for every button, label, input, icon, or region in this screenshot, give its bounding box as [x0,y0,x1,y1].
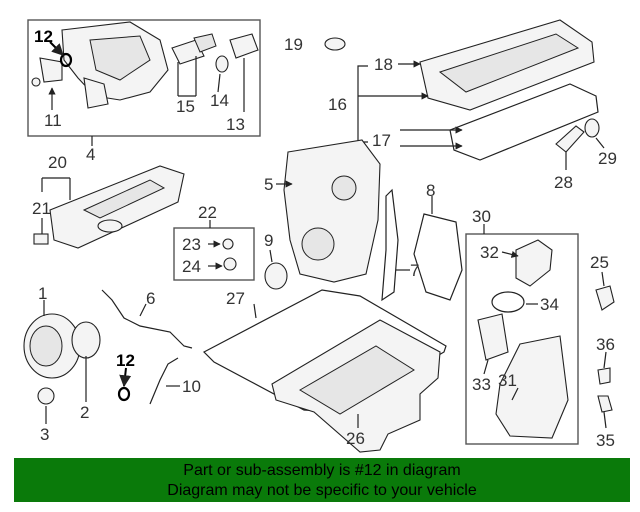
group-box-4 [27,19,261,137]
callout-25: 25 [590,253,609,272]
callout-1: 1 [38,284,47,303]
leader-20 [41,177,71,200]
filter-cap-part-32[interactable] [515,239,553,287]
callout-10: 10 [182,377,201,396]
grommet-part-21[interactable] [33,233,49,245]
plug-part-35[interactable] [597,395,613,413]
callout-14: 14 [210,91,229,110]
callout-29: 29 [598,149,617,168]
callout-19: 19 [284,35,303,54]
oil-pan-gasket-part-27[interactable] [202,289,447,413]
callout-12-bottom: 12 [116,351,135,370]
callout-20: 20 [48,153,67,172]
info-banner: Part or sub-assembly is #12 in diagram D… [14,458,630,502]
hub-part-2[interactable] [71,321,101,359]
callout-35: 35 [596,431,615,450]
sensor-part-28[interactable] [555,125,585,153]
leader-16-up [357,65,368,104]
leader-35 [603,411,607,429]
callout-24: 24 [182,257,201,276]
timing-cover-part[interactable] [283,139,381,283]
leader-14 [217,73,221,93]
callout-15: 15 [176,97,195,116]
bolt-part-24[interactable] [223,257,237,271]
callout-33: 33 [472,375,491,394]
pipe-part-15[interactable] [171,33,217,65]
bolt-part-23[interactable] [222,238,234,250]
callout-23: 23 [182,235,201,254]
sensor-part-25[interactable] [595,285,615,311]
filter-housing-part-31[interactable] [495,335,569,439]
sensor-wire-part-10[interactable] [149,357,179,405]
sensor-wire-part-6[interactable] [101,289,193,349]
leader-6 [139,303,147,317]
leader-33 [483,359,489,375]
group-box-30 [465,233,579,445]
vibration-damper-part[interactable] [23,313,81,379]
callout-13: 13 [226,115,245,134]
leader-12-top [49,41,64,56]
gasket-part-7[interactable] [381,188,399,302]
seal-part-19[interactable] [324,37,346,51]
callout-27: 27 [226,289,245,308]
intake-housing-part[interactable] [31,21,169,109]
callout-18: 18 [374,55,393,74]
callout-36: 36 [596,335,615,354]
seal-part-14[interactable] [215,55,229,73]
callout-8: 8 [426,181,435,200]
callout-12-top: 12 [34,27,53,46]
callout-6: 6 [146,289,155,308]
oring-part-34[interactable] [491,291,525,313]
group-box-22 [173,227,255,281]
bolt-part-36[interactable] [597,367,611,385]
seal-ring-part-12-bottom[interactable] [117,386,131,402]
leader-31 [511,387,519,401]
callout-4: 4 [86,145,95,164]
leader-12-bottom [119,367,132,388]
leader-27 [253,303,257,319]
callout-30: 30 [472,207,491,226]
valve-part-13[interactable] [229,33,259,59]
callout-2: 2 [80,403,89,422]
leader-16-down [357,104,368,143]
filter-element-part-33[interactable] [477,313,509,361]
banner-line-1: Part or sub-assembly is #12 in diagram [183,462,461,479]
leader-9 [269,249,273,263]
valve-cover-part[interactable] [419,19,595,111]
callout-22: 22 [198,203,217,222]
callout-7: 7 [410,261,419,280]
leader-25 [601,271,605,287]
engine-cover-part[interactable] [49,165,185,249]
bolt-part-3[interactable] [37,387,55,405]
callout-26: 26 [346,429,365,448]
callout-16: 16 [328,95,347,114]
seal-part-9[interactable] [264,262,288,290]
callout-21: 21 [32,199,51,218]
callout-32: 32 [480,243,499,262]
leader-36 [603,351,607,369]
banner-line-2: Diagram may not be specific to your vehi… [167,482,477,499]
callout-3: 3 [40,425,49,444]
callout-31: 31 [498,371,517,390]
seal-ring-part-12-top[interactable] [59,52,73,68]
callout-17: 17 [372,131,391,150]
callout-labels: 1 2 3 4 5 6 7 8 9 10 11 12 12 13 14 15 1… [32,27,617,450]
gasket-part-8[interactable] [413,213,463,301]
cover-gasket-part[interactable] [449,83,599,161]
seal-part-29[interactable] [584,118,600,138]
callout-34: 34 [540,295,559,314]
callout-9: 9 [264,231,273,250]
callout-5: 5 [264,175,273,194]
oil-pan-part-26[interactable] [271,319,441,453]
callout-28: 28 [554,173,573,192]
callout-11: 11 [44,111,62,130]
leader-32 [501,250,519,258]
leader-29 [595,137,605,149]
